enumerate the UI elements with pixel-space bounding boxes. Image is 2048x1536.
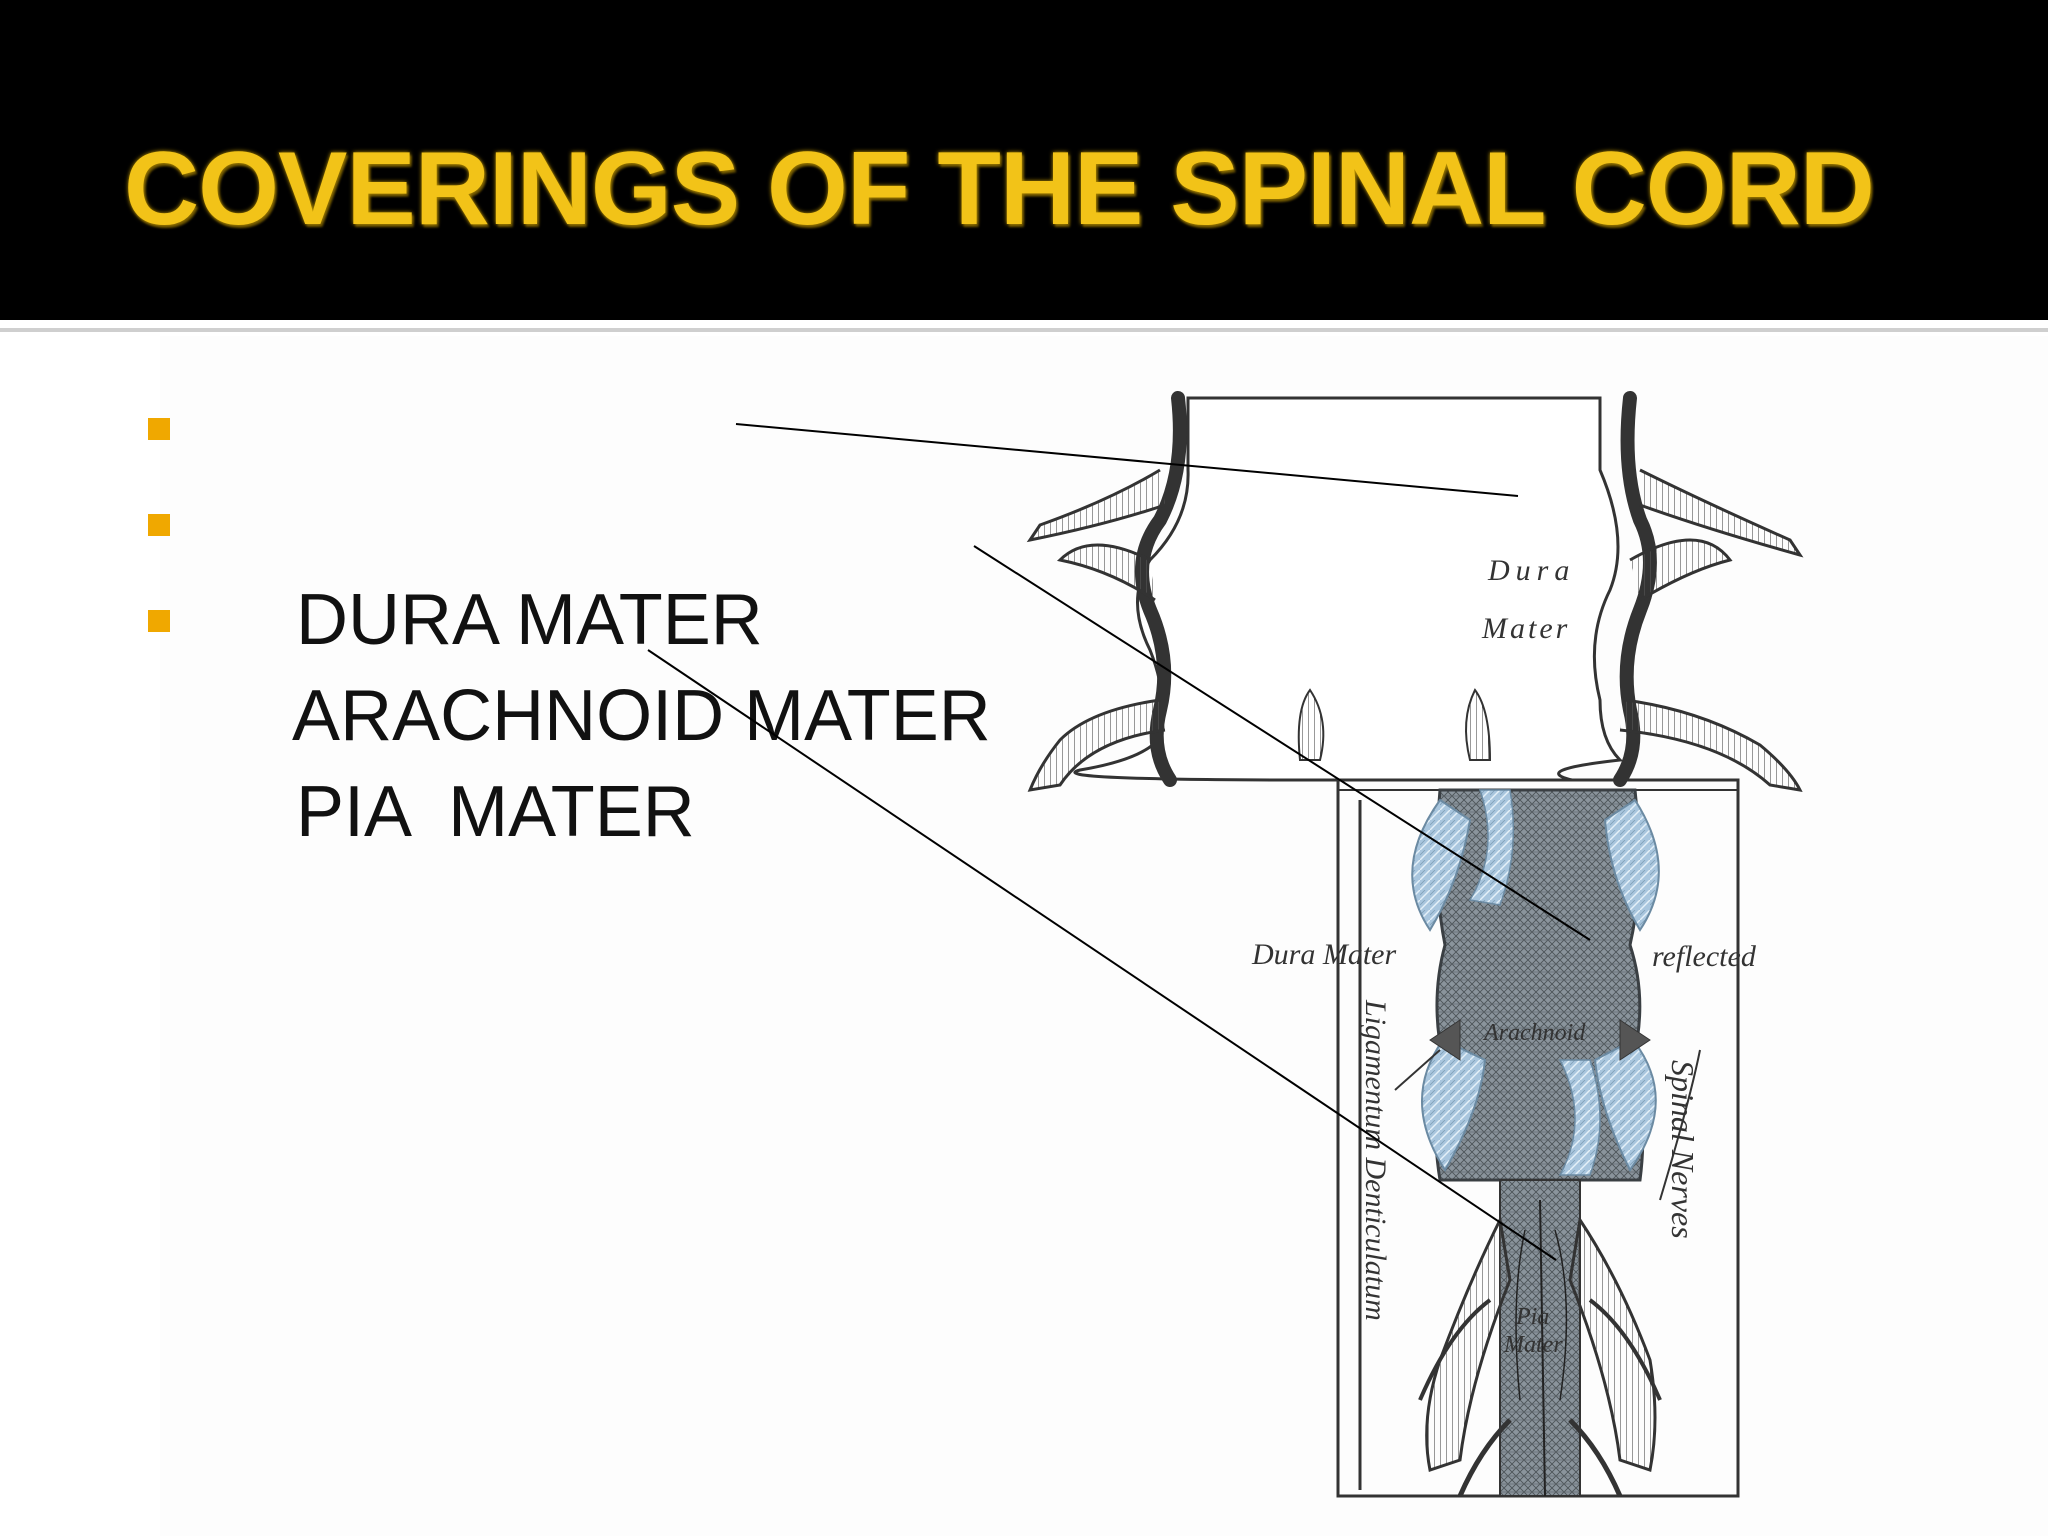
leader-line-arachnoid [973,545,1591,941]
spinal-cord-pia [1418,1179,1662,1497]
dura-tube-upper [1026,391,1804,792]
label-ligamentum: Ligamentum Denticulatum [1359,999,1392,1321]
bullet-square-icon [148,610,170,632]
bullet-item-pia: PIA MATER [140,572,991,852]
leader-line-dura [735,423,1519,497]
spinal-nerves-pointer [1659,1049,1701,1201]
label-dura-side: Dura Mater [1251,938,1396,971]
bullet-text: ARACHNOID MATER [292,676,991,756]
label-pia-2: Mater [1503,1332,1563,1358]
bullet-text: DURA MATER [296,580,763,660]
label-pia-1: Pia [1515,1304,1549,1330]
bullet-square-icon [148,418,170,440]
ligamentum-pointer [1394,1049,1441,1091]
title-bar: COVERINGS OF THE SPINAL CORD [0,0,2048,320]
label-spinal-nerves: Spinal Nerves [1665,1060,1701,1239]
label-arachnoid: Arachnoid [1482,1020,1586,1046]
label-dura-top-1: Dura [1487,554,1575,587]
bullet-list: DURA MATER ARACHNOID MATER PIA MATER [140,380,991,852]
title-divider [0,328,2048,332]
bullet-square-icon [148,514,170,536]
bullet-item-arachnoid: ARACHNOID MATER [140,476,991,756]
label-reflected: reflected [1652,940,1757,973]
arachnoid-block [1411,788,1660,1182]
label-dura-top-2: Mater [1481,612,1570,645]
bullet-text: PIA MATER [296,772,695,852]
bullet-item-dura: DURA MATER [140,380,991,660]
slide-title: COVERINGS OF THE SPINAL CORD [124,131,1875,247]
leader-line-pia [647,649,1557,1261]
